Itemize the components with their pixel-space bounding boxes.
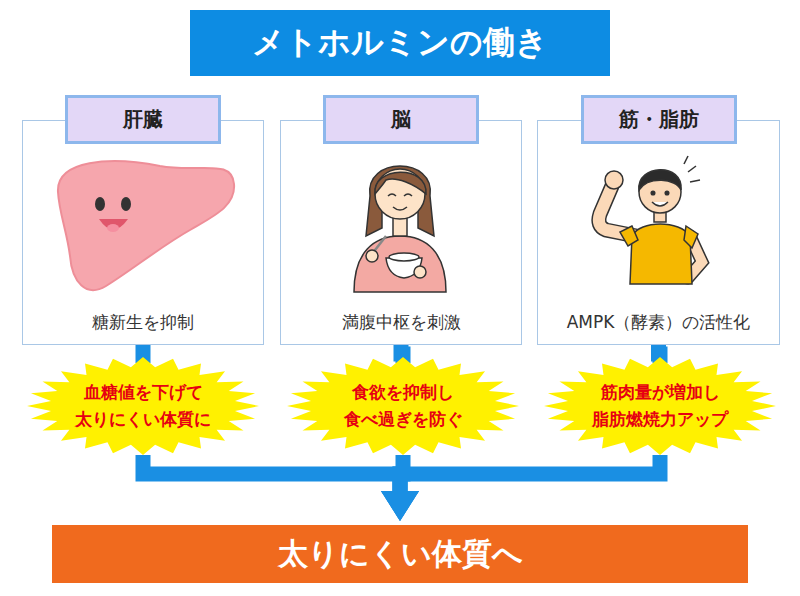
effect-text: 食欲を抑制し 食べ過ぎを防ぐ — [328, 379, 478, 433]
sleeve — [620, 226, 638, 246]
woman-illustration — [354, 166, 446, 292]
liver-tongue — [107, 224, 119, 232]
result-text: 太りにくい体質へ — [278, 534, 523, 575]
eye — [404, 194, 412, 196]
shine-line — [688, 166, 696, 172]
organ-panel: 肝臓糖新生を抑制 — [22, 120, 264, 345]
rice — [389, 253, 419, 261]
organ-panel: 筋・脂肪AMPK（酵素）の活性化 — [537, 120, 780, 345]
shine-line — [690, 180, 700, 182]
smile — [652, 202, 668, 206]
eye — [388, 194, 396, 196]
eye — [651, 191, 655, 195]
starburst-shape — [544, 357, 776, 455]
effect-text: 筋肉量が増加し 脂肪燃焼力アップ — [585, 379, 735, 433]
panel-heading: 脳 — [323, 95, 479, 144]
result-bar: 太りにくい体質へ — [52, 525, 748, 583]
shirt — [630, 224, 692, 284]
effect-starburst: 食欲を抑制し 食べ過ぎを防ぐ — [287, 357, 519, 455]
fist — [605, 171, 623, 189]
starburst-shape — [27, 357, 259, 455]
starburst-shape — [287, 357, 519, 455]
effect-text: 血糖値を下げて 太りにくい体質に — [68, 379, 218, 433]
arrow-head — [381, 491, 419, 521]
hair — [639, 170, 681, 190]
arrow-head — [381, 491, 419, 521]
panel-heading: 筋・脂肪 — [581, 95, 737, 144]
starburst-outline — [287, 357, 519, 455]
liver-illustration — [58, 161, 234, 290]
organ-panel: 脳満腹中枢を刺激 — [280, 120, 522, 345]
hand — [366, 250, 378, 262]
panel-body: AMPK（酵素）の活性化 — [538, 311, 779, 334]
starburst-outline — [27, 357, 259, 455]
arrow-shaft — [400, 455, 660, 493]
effect-starburst: 筋肉量が増加し 脂肪燃焼力アップ — [544, 357, 776, 455]
man-illustration — [599, 156, 702, 284]
neck — [393, 218, 407, 236]
sleeve — [684, 226, 698, 248]
liver-shape — [58, 161, 234, 290]
eye — [665, 191, 669, 195]
hair-front — [375, 172, 426, 194]
panel-heading: 肝臓 — [65, 95, 221, 144]
effect-starburst: 血糖値を下げて 太りにくい体質に — [27, 357, 259, 455]
panel-body: 満腹中枢を刺激 — [281, 311, 521, 334]
flow-arrow — [143, 455, 419, 521]
liver-eye — [95, 197, 105, 211]
starburst-outline — [544, 357, 776, 455]
hand — [414, 266, 426, 278]
shine-line — [684, 156, 688, 164]
title-banner: メトホルミンの働き — [190, 10, 610, 76]
sweater — [354, 236, 446, 292]
title-text: メトホルミンの働き — [252, 21, 548, 65]
liver-eye — [121, 197, 131, 211]
hair-back — [366, 166, 434, 236]
smile — [393, 207, 407, 210]
arrow-head — [381, 491, 419, 521]
flow-arrow — [381, 455, 660, 521]
arrow-shaft — [143, 455, 400, 493]
panel-body: 糖新生を抑制 — [23, 311, 263, 334]
